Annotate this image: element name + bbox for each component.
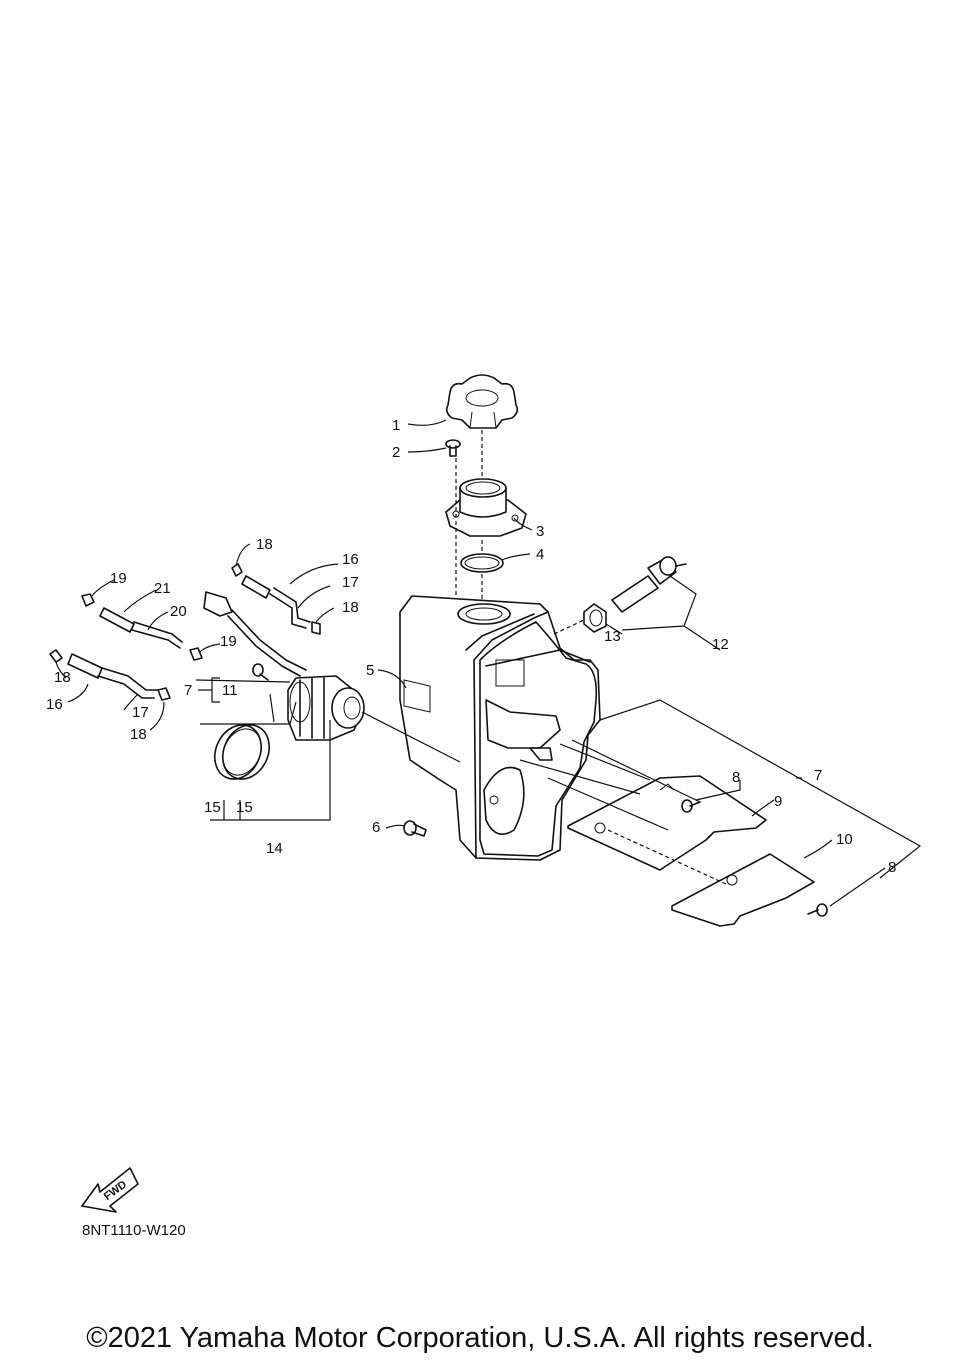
callout-5: 5 (366, 662, 374, 679)
cap-screw (445, 439, 461, 457)
callout-16-upper: 16 (342, 551, 359, 568)
pump-motor (287, 675, 365, 741)
callout-leaders (55, 419, 886, 907)
callout-1: 1 (392, 417, 400, 434)
callout-19-left: 19 (110, 570, 127, 587)
callout-12: 12 (712, 636, 729, 653)
filler-neck (445, 478, 527, 537)
callout-16-lower: 16 (46, 696, 63, 713)
callout-4: 4 (536, 546, 544, 563)
grommet (583, 603, 607, 633)
callout-13: 13 (604, 628, 621, 645)
callout-18-left: 18 (54, 669, 71, 686)
plate-lower (671, 853, 815, 927)
callout-11: 11 (222, 682, 238, 699)
callout-18-bottom: 18 (130, 726, 147, 743)
fuel-sender-unit (611, 556, 687, 613)
callout-6: 6 (372, 819, 380, 836)
fuel-hoses (49, 563, 321, 701)
callout-10: 10 (836, 831, 853, 848)
callout-15-a: 15 (204, 799, 221, 816)
callout-7-left: 7 (184, 682, 192, 699)
seal-rings (214, 724, 270, 780)
callout-7-right: 7 (814, 767, 822, 784)
callout-15-b: 15 (236, 799, 253, 816)
plate-upper (567, 775, 767, 871)
callout-numbers: 1 2 3 4 5 6 7 7 8 8 9 10 11 12 13 14 15 … (46, 417, 896, 876)
motor-bolt (252, 663, 269, 681)
callout-9: 9 (774, 793, 782, 810)
callout-8-upper: 8 (732, 769, 740, 786)
callout-2: 2 (392, 444, 400, 461)
fwd-arrow-icon: FWD (81, 1167, 139, 1213)
callout-18-mid: 18 (342, 599, 359, 616)
callout-17-upper: 17 (342, 574, 359, 591)
copyright-notice: ©2021 Yamaha Motor Corporation, U.S.A. A… (86, 1322, 874, 1354)
callout-8-lower: 8 (888, 859, 896, 876)
callout-14: 14 (266, 840, 283, 857)
callout-21: 21 (154, 580, 171, 597)
callout-17-lower: 17 (132, 704, 149, 721)
diagram-code: 8NT1110-W120 (82, 1222, 186, 1239)
fuel-cap (445, 374, 519, 429)
callout-18-upper: 18 (256, 536, 273, 553)
plate-bolt-2 (807, 903, 828, 917)
tank-bolt (403, 820, 427, 837)
o-ring (460, 553, 504, 573)
fuel-tank (399, 595, 601, 861)
callout-3: 3 (536, 523, 544, 540)
callout-19-right: 19 (220, 633, 237, 650)
plate-bolt-1 (681, 799, 701, 813)
callout-20: 20 (170, 603, 187, 620)
